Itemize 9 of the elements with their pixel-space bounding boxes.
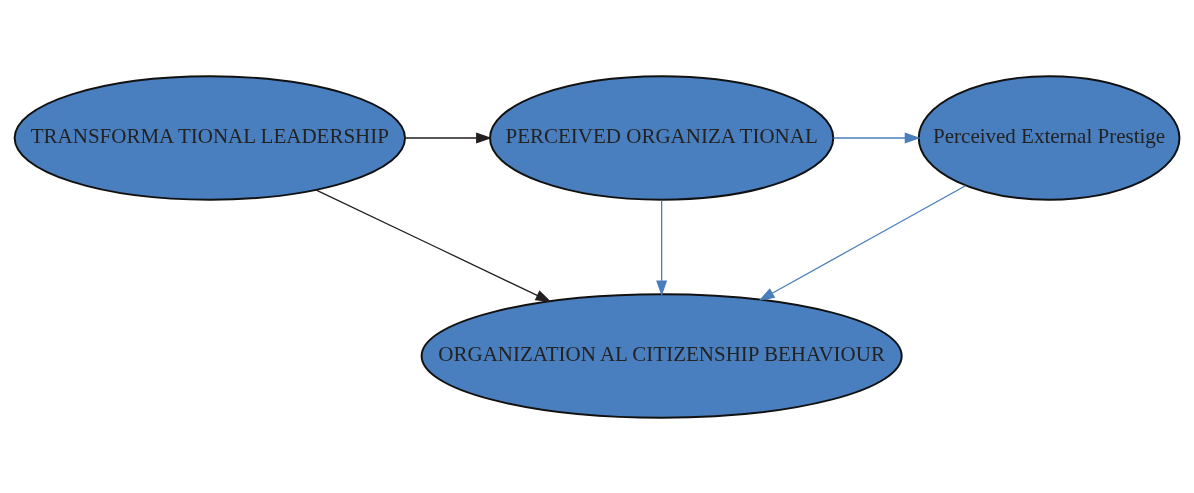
arrow — [832, 131, 921, 143]
arrow — [656, 198, 668, 296]
node-ellipse: ORGANIZATION AL CITIZENSHIP BEHAVIOUR — [420, 292, 903, 419]
arrow — [315, 188, 552, 302]
node-ellipse: TRANSFORMA TIONAL LEADERSHIP — [13, 74, 406, 201]
arrow — [758, 184, 967, 301]
node-ellipse: PERCEIVED ORGANIZA TIONAL — [489, 74, 835, 201]
arrow — [404, 131, 492, 143]
node-ellipse: Perceived External Prestige — [917, 74, 1181, 201]
